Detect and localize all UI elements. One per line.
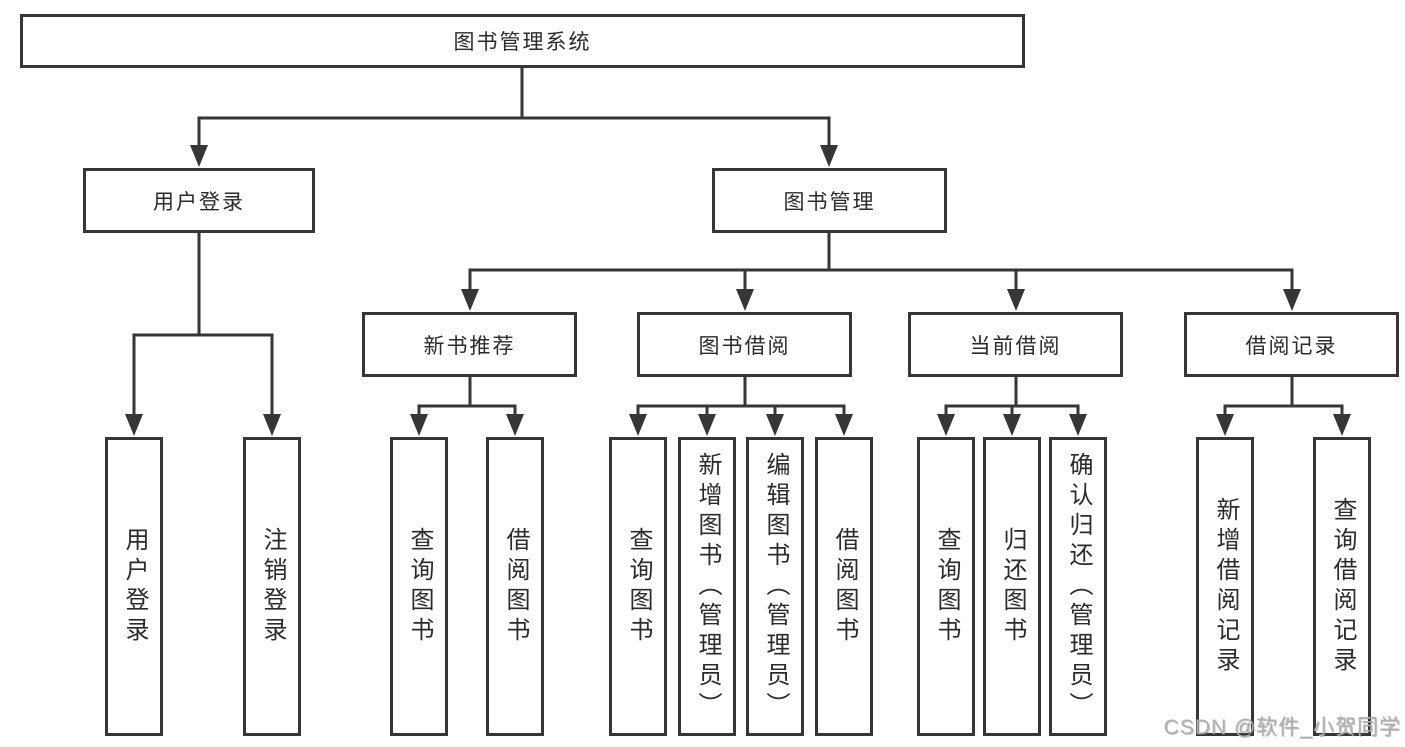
leaf-logout-login: 注销登录 — [243, 437, 301, 736]
leaf-return-books-label: 归还图书 — [999, 526, 1026, 647]
node-current-borrow-label: 当前借阅 — [969, 334, 1062, 358]
leaf-add-borrow-record: 新增借阅记录 — [1196, 437, 1254, 736]
leaf-confirm-return-admin-label: 确认归还（管理员） — [1065, 451, 1092, 722]
leaf-edit-books-admin: 编辑图书（管理员） — [746, 437, 804, 736]
node-user-login: 用户登录 — [83, 168, 315, 233]
leaf-borrow-books-borrow-label: 借阅图书 — [831, 526, 858, 647]
node-current-borrow: 当前借阅 — [908, 312, 1123, 377]
arrowheads — [125, 145, 1351, 436]
leaf-query-books-newbook-label: 查询图书 — [406, 526, 433, 647]
leaf-query-books-newbook: 查询图书 — [390, 437, 448, 736]
leaf-confirm-return-admin: 确认归还（管理员） — [1049, 437, 1107, 736]
node-book-management-label: 图书管理 — [783, 190, 876, 214]
leaf-add-books-admin-label: 新增图书（管理员） — [694, 451, 721, 722]
leaf-query-borrow-record-label: 查询借阅记录 — [1329, 496, 1356, 677]
leaf-user-login-label: 用户登录 — [121, 526, 148, 647]
node-book-management: 图书管理 — [712, 168, 947, 233]
csdn-watermark: CSDN @软件_小贺同学 — [1163, 716, 1401, 739]
leaf-user-login: 用户登录 — [105, 437, 163, 736]
node-borrow-records-label: 借阅记录 — [1245, 334, 1338, 358]
leaf-borrow-books-newbook-label: 借阅图书 — [502, 526, 529, 647]
leaf-borrow-books-newbook: 借阅图书 — [486, 437, 544, 736]
node-user-login-label: 用户登录 — [153, 190, 245, 214]
node-new-book-recommend-label: 新书推荐 — [423, 334, 516, 358]
node-book-borrow: 图书借阅 — [637, 312, 852, 377]
node-new-book-recommend: 新书推荐 — [362, 312, 577, 377]
leaf-return-books: 归还图书 — [983, 437, 1041, 736]
leaf-logout-login-label: 注销登录 — [259, 526, 286, 647]
leaf-query-books-current: 查询图书 — [917, 437, 975, 736]
leaf-query-borrow-record: 查询借阅记录 — [1313, 437, 1371, 736]
node-root: 图书管理系统 — [20, 14, 1025, 68]
leaf-edit-books-admin-label: 编辑图书（管理员） — [762, 451, 789, 722]
leaf-add-borrow-record-label: 新增借阅记录 — [1212, 496, 1239, 677]
leaf-query-books-borrow: 查询图书 — [609, 437, 667, 736]
node-borrow-records: 借阅记录 — [1184, 312, 1399, 377]
node-root-label: 图书管理系统 — [453, 31, 592, 54]
leaf-query-books-borrow-label: 查询图书 — [625, 526, 652, 647]
node-book-borrow-label: 图书借阅 — [698, 334, 791, 358]
leaf-query-books-current-label: 查询图书 — [933, 526, 960, 647]
leaf-add-books-admin: 新增图书（管理员） — [678, 437, 736, 736]
leaf-borrow-books-borrow: 借阅图书 — [815, 437, 873, 736]
